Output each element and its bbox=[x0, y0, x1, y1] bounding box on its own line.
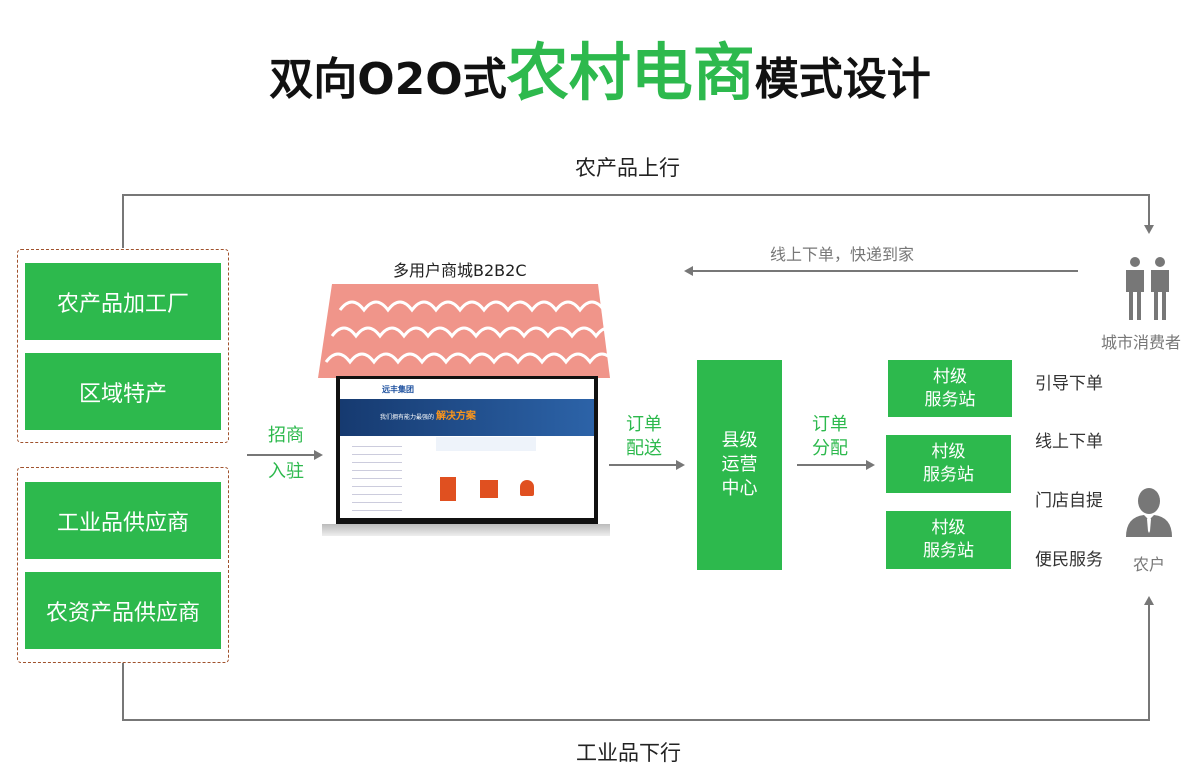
screen-user-icon bbox=[520, 480, 534, 496]
order-allocation-label: 订单分配 bbox=[812, 414, 848, 459]
downstream-line bbox=[122, 719, 1150, 721]
downstream-line-left bbox=[122, 663, 124, 721]
online-delivery-arrow bbox=[692, 270, 1078, 272]
order-delivery-arrow bbox=[609, 464, 677, 466]
service-convenience: 便民服务 bbox=[1035, 550, 1103, 570]
upstream-line bbox=[122, 194, 1150, 196]
screen-menu bbox=[352, 441, 402, 511]
consumer-label: 城市消费者 bbox=[1101, 333, 1182, 352]
upstream-line-left bbox=[122, 194, 124, 248]
downstream-label: 工业品下行 bbox=[576, 741, 681, 765]
people-icon bbox=[1126, 257, 1169, 320]
screen-banner: 我们拥有能力最强的 解决方案 bbox=[340, 399, 594, 436]
arrow-up-icon bbox=[1144, 596, 1154, 605]
village-station: 村级服务站 bbox=[886, 511, 1011, 569]
person-tie-icon bbox=[1126, 488, 1172, 537]
downstream-line-right bbox=[1148, 604, 1150, 721]
regional-specialty: 区域特产 bbox=[25, 353, 221, 430]
order-delivery-label: 订单配送 bbox=[626, 414, 662, 459]
agri-supplier-group bbox=[17, 249, 229, 443]
service-online-order: 线上下单 bbox=[1035, 432, 1103, 452]
order-allocation-arrow bbox=[797, 464, 867, 466]
service-store-pickup: 门店自提 bbox=[1035, 491, 1103, 511]
arrow-left-icon bbox=[684, 266, 693, 276]
service-guided-order: 引导下单 bbox=[1035, 374, 1103, 394]
agri-input-supplier: 农资产品供应商 bbox=[25, 572, 221, 649]
screen-block bbox=[440, 477, 456, 501]
tv-screen: 远丰集团 我们拥有能力最强的 解决方案 bbox=[336, 376, 598, 524]
arrow-down-icon bbox=[1144, 225, 1154, 234]
tv-stand bbox=[322, 524, 610, 536]
village-station: 村级服务站 bbox=[886, 435, 1011, 493]
upstream-line-right bbox=[1148, 194, 1150, 226]
screen-logo: 远丰集团 bbox=[382, 384, 414, 394]
screen-block bbox=[480, 480, 498, 498]
arrow-right-icon bbox=[676, 460, 685, 470]
county-operation-center: 县级运营中心 bbox=[697, 360, 782, 570]
village-station: 村级服务站 bbox=[888, 360, 1012, 417]
arrow-right-icon bbox=[866, 460, 875, 470]
shop-roof-icon bbox=[318, 284, 620, 378]
industrial-supplier-group bbox=[17, 467, 229, 663]
online-delivery-label: 线上下单，快递到家 bbox=[770, 245, 915, 264]
agri-processing-factory: 农产品加工厂 bbox=[25, 263, 221, 340]
recruit-arrow bbox=[247, 454, 315, 456]
arrow-right-icon bbox=[314, 450, 323, 460]
mall-label: 多用户商城B2B2C bbox=[393, 261, 527, 280]
page-title: 双向O2O式农村电商模式设计 bbox=[269, 36, 931, 109]
farmer-label: 农户 bbox=[1133, 555, 1166, 574]
recruit-label: 招商入驻 bbox=[268, 425, 304, 482]
industrial-supplier: 工业品供应商 bbox=[25, 482, 221, 559]
upstream-label: 农产品上行 bbox=[575, 156, 680, 180]
screen-heading bbox=[436, 437, 536, 451]
